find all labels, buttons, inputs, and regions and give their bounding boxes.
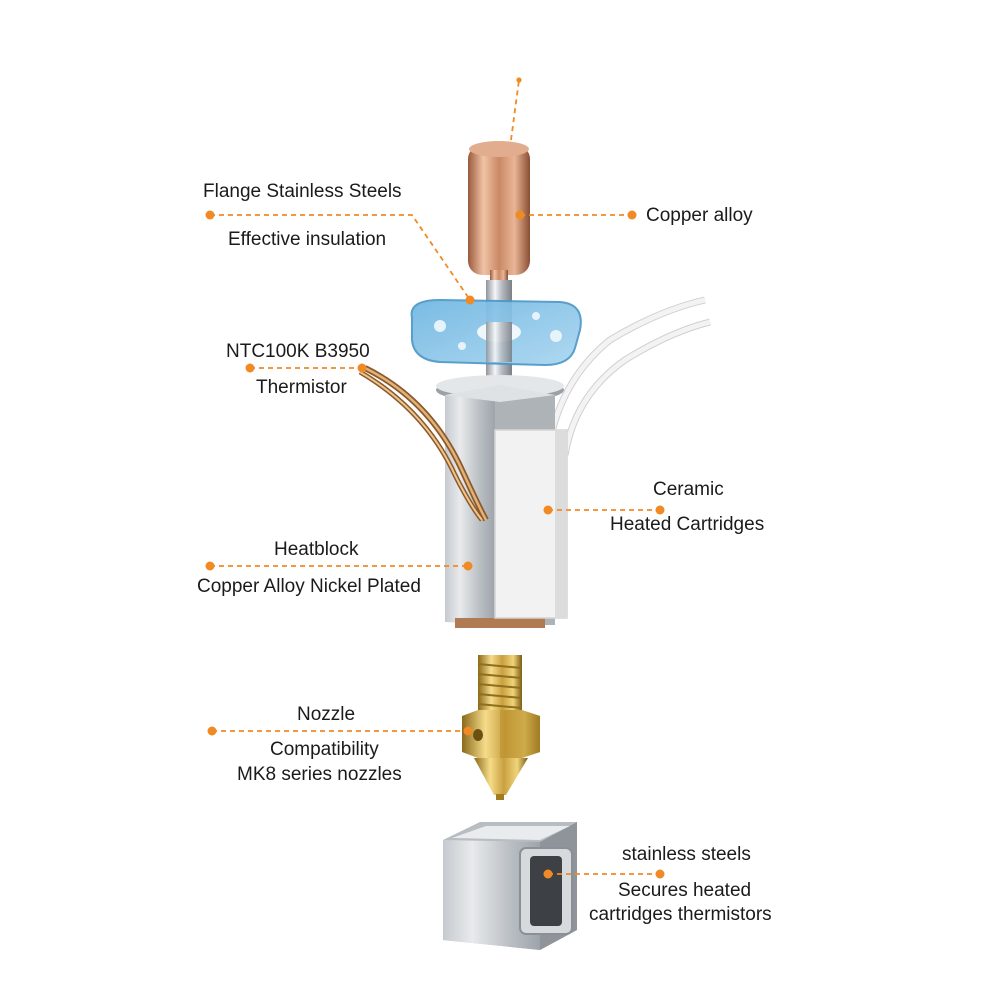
label-heatblock-line1: Heatblock	[274, 539, 359, 560]
leader-dots	[205, 77, 665, 879]
label-nozzle-line1: Nozzle	[297, 704, 356, 725]
nozzle	[462, 655, 540, 800]
label-thermistor-line1: NTC100K B3950	[226, 341, 370, 362]
label-nozzle-line3: MK8 series nozzles	[237, 764, 402, 785]
leader-lines	[210, 79, 660, 875]
label-clip-line2: Secures heated	[618, 880, 752, 901]
steel-clip	[443, 822, 577, 950]
flange-plate	[410, 298, 582, 367]
leader-filament-path	[510, 79, 520, 141]
label-ceramic-line2: Heated Cartridges	[610, 514, 765, 535]
label-ceramic-line1: Ceramic	[653, 479, 724, 500]
leader-flange	[210, 214, 471, 301]
cartridge-wires	[544, 296, 711, 456]
label-heatblock-line2: Copper Alloy Nickel Plated	[197, 576, 421, 597]
label-clip-line3: cartridges thermistors	[589, 904, 772, 925]
label-clip-line1: stainless steels	[622, 844, 751, 865]
label-flange-line1: Flange Stainless Steels	[203, 181, 402, 202]
label-thermistor-line2: Thermistor	[256, 377, 347, 398]
label-nozzle-line2: Compatibility	[270, 739, 379, 760]
label-copper: Copper alloy	[646, 205, 753, 226]
ceramic-cartridge	[494, 429, 568, 619]
thermistor-wires	[358, 365, 489, 522]
label-flange-line2: Effective insulation	[228, 229, 387, 250]
